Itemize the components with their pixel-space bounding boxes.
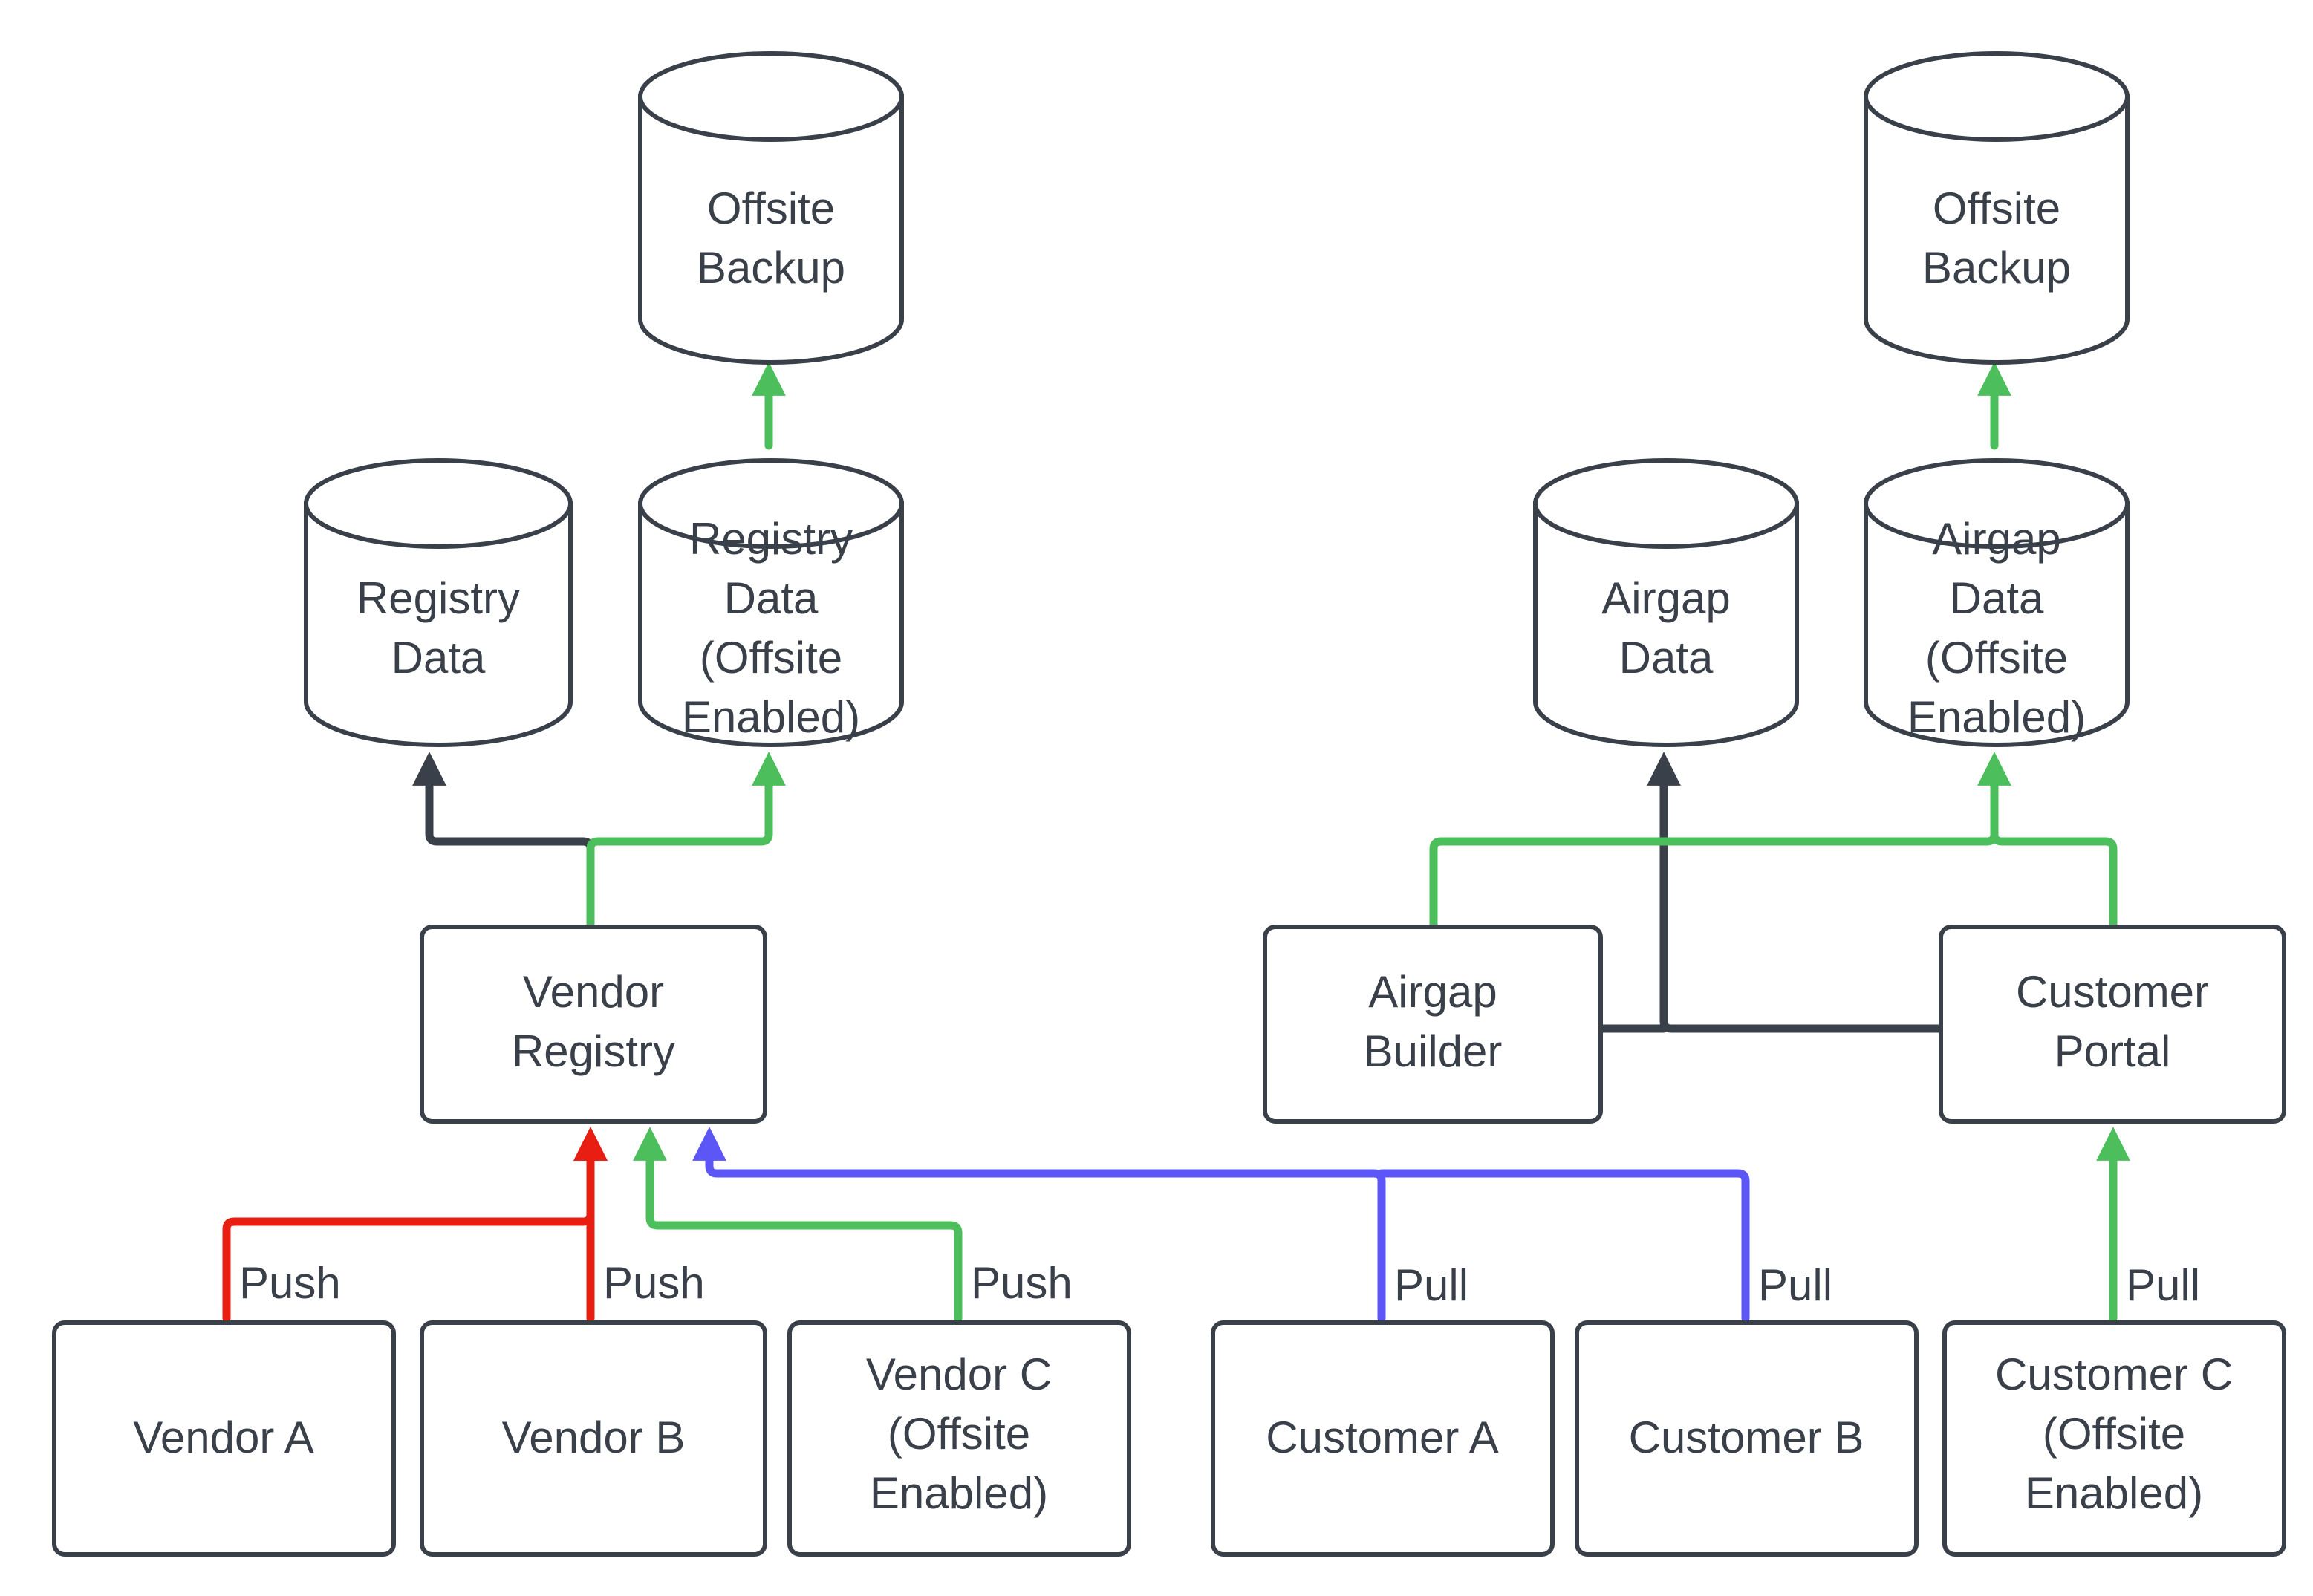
edge-portal-airgap — [1647, 752, 1943, 1033]
airgap-data-label-2: Data — [1619, 633, 1714, 683]
airgap-data-offsite-label-2: Data — [1950, 573, 2044, 623]
node-vendor-registry[interactable]: Vendor Registry — [420, 925, 767, 1124]
vendor-c-label-1: Vendor C — [866, 1349, 1052, 1399]
vendor-registry-label-2: Registry — [512, 1026, 675, 1076]
registry-data-offsite-label-3: (Offsite — [700, 633, 842, 683]
registry-data-label-1: Registry — [357, 573, 520, 623]
vendor-a-label-1: Vendor A — [133, 1413, 314, 1462]
airgap-data-offsite-label-1: Airgap — [1932, 514, 2060, 564]
node-offsite-backup-right[interactable]: Offsite Backup — [1864, 51, 2130, 365]
edge-label-pull-3: Pull — [2126, 1260, 2200, 1310]
offsite-backup-left-label-2: Backup — [697, 243, 845, 293]
customer-a-label-1: Customer A — [1266, 1413, 1498, 1462]
node-airgap-data-offsite[interactable]: Airgap Data (Offsite Enabled) — [1864, 458, 2130, 747]
airgap-builder-label-1: Airgap — [1368, 967, 1497, 1017]
vendor-c-label-3: Enabled) — [870, 1468, 1048, 1518]
node-customer-a[interactable]: Customer A — [1211, 1320, 1555, 1557]
customer-portal-label-2: Portal — [2055, 1026, 2171, 1076]
node-airgap-data[interactable]: Airgap Data — [1533, 458, 1799, 747]
registry-data-offsite-label-4: Enabled) — [682, 692, 860, 742]
customer-c-label-3: Enabled) — [2025, 1468, 2203, 1518]
edge-label-push-2: Push — [603, 1258, 705, 1308]
node-customer-portal[interactable]: Customer Portal — [1939, 925, 2286, 1124]
vendor-registry-label-1: Vendor — [523, 967, 664, 1017]
edge-vendor-c-push — [633, 1127, 963, 1323]
offsite-backup-right-label-1: Offsite — [1933, 183, 2060, 233]
node-registry-data[interactable]: Registry Data — [304, 458, 573, 747]
airgap-data-label-1: Airgap — [1601, 573, 1730, 623]
node-vendor-a[interactable]: Vendor A — [52, 1320, 396, 1557]
node-vendor-b[interactable]: Vendor B — [420, 1320, 767, 1557]
node-vendor-c[interactable]: Vendor C (Offsite Enabled) — [787, 1320, 1131, 1557]
edge-builder-airgap-offsite — [1429, 752, 2011, 929]
customer-c-label-2: (Offsite — [2043, 1409, 2185, 1459]
node-customer-b[interactable]: Customer B — [1575, 1320, 1919, 1557]
edge-customer-b-pull — [1377, 1169, 1750, 1323]
offsite-backup-right-label-2: Backup — [1922, 243, 2071, 293]
registry-data-label-2: Data — [391, 633, 486, 683]
edge-portal-airgap-offsite — [1990, 764, 2118, 929]
edge-label-pull-2: Pull — [1758, 1260, 1832, 1310]
node-offsite-backup-left[interactable]: Offsite Backup — [638, 51, 904, 365]
edge-label-pull-1: Pull — [1394, 1260, 1468, 1310]
node-airgap-builder[interactable]: Airgap Builder — [1263, 925, 1603, 1124]
vendor-b-label-1: Vendor B — [502, 1413, 686, 1462]
edge-registry-store — [412, 752, 595, 929]
edge-registry-store-offsite — [586, 752, 786, 929]
offsite-backup-left-label-1: Offsite — [707, 183, 835, 233]
edge-label-push-1: Push — [239, 1258, 341, 1308]
airgap-data-offsite-label-4: Enabled) — [1907, 692, 2086, 742]
registry-data-offsite-label-1: Registry — [689, 514, 853, 564]
customer-b-label-1: Customer B — [1629, 1413, 1864, 1462]
node-registry-data-offsite[interactable]: Registry Data (Offsite Enabled) — [638, 458, 904, 747]
customer-c-label-1: Customer C — [1995, 1349, 2233, 1399]
registry-data-offsite-label-2: Data — [724, 573, 819, 623]
vendor-c-label-2: (Offsite — [888, 1409, 1030, 1459]
edge-label-push-3: Push — [971, 1258, 1073, 1308]
edge-customer-a-pull — [692, 1127, 1386, 1323]
airgap-data-offsite-label-3: (Offsite — [1925, 633, 2068, 683]
airgap-builder-label-2: Builder — [1364, 1026, 1503, 1076]
node-customer-c[interactable]: Customer C (Offsite Enabled) — [1942, 1320, 2286, 1557]
customer-portal-label-1: Customer — [2016, 967, 2209, 1017]
